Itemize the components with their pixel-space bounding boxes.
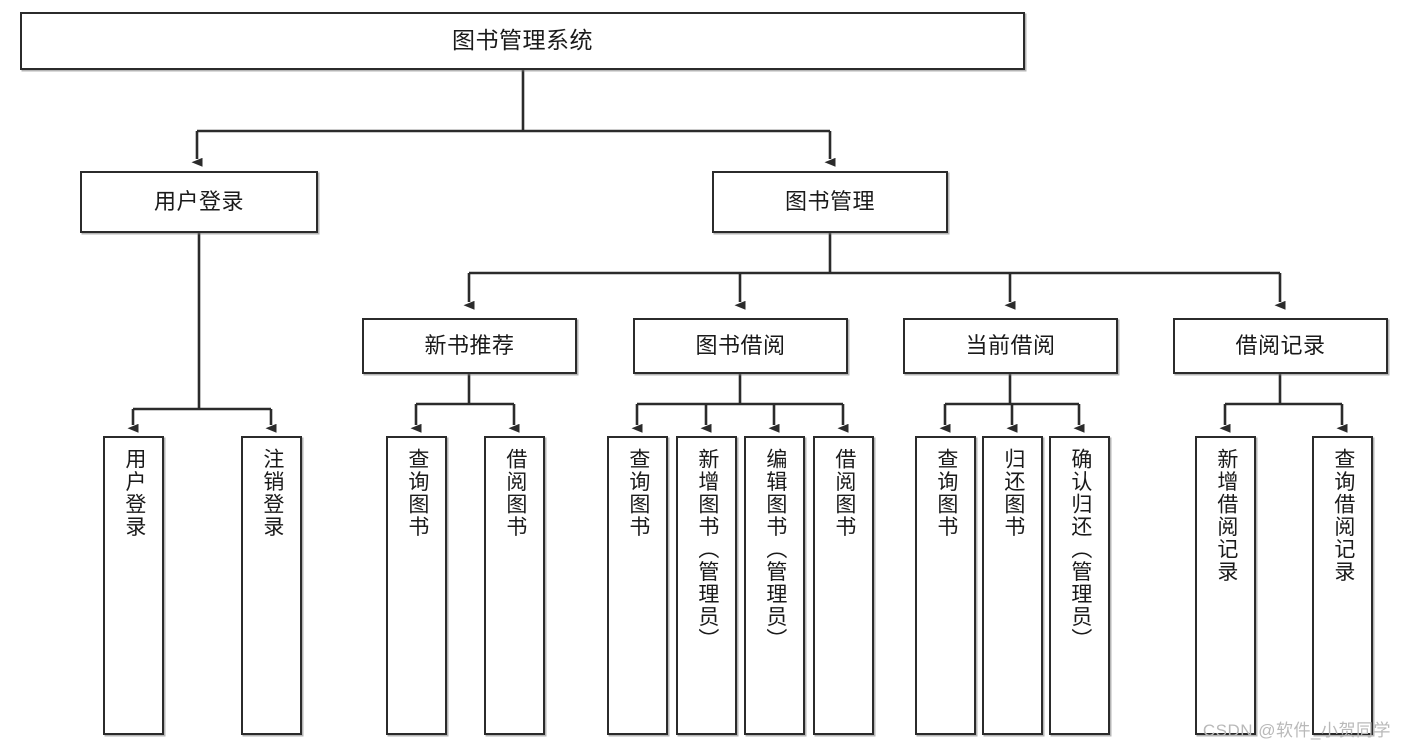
leaf-records-query-record[interactable]: 查询借阅记录 — [1312, 436, 1373, 735]
node-label: 借阅图书 — [832, 448, 856, 538]
leaf-user-login-signin[interactable]: 用户登录 — [103, 436, 164, 735]
node-label: 图书管理系统 — [452, 27, 593, 54]
node-label: 用户登录 — [153, 189, 244, 215]
leaf-new-book-borrow-books[interactable]: 借阅图书 — [484, 436, 545, 735]
node-book-management[interactable]: 图书管理 — [712, 171, 948, 233]
leaf-borrow-query-books[interactable]: 查询图书 — [607, 436, 668, 735]
leaf-new-book-query-books[interactable]: 查询图书 — [386, 436, 447, 735]
leaf-current-query-books[interactable]: 查询图书 — [915, 436, 976, 735]
node-label: 新增图书（管理员） — [695, 448, 719, 651]
node-label: 查询图书 — [626, 448, 650, 538]
node-label: 用户登录 — [122, 448, 146, 538]
node-label: 归还图书 — [1001, 448, 1025, 538]
node-label: 新书推荐 — [424, 333, 515, 359]
leaf-current-confirm-return-admin[interactable]: 确认归还（管理员） — [1049, 436, 1110, 735]
node-label: 查询借阅记录 — [1331, 448, 1355, 583]
leaf-borrow-add-book-admin[interactable]: 新增图书（管理员） — [676, 436, 737, 735]
node-label: 借阅图书 — [503, 448, 527, 538]
node-label: 确认归还（管理员） — [1068, 448, 1092, 651]
leaf-user-login-signout[interactable]: 注销登录 — [241, 436, 302, 735]
node-borrowing-records[interactable]: 借阅记录 — [1173, 318, 1388, 374]
node-root-book-management-system[interactable]: 图书管理系统 — [20, 12, 1025, 70]
node-label: 新增借阅记录 — [1214, 448, 1238, 583]
leaf-borrow-borrow-books[interactable]: 借阅图书 — [813, 436, 874, 735]
leaf-records-add-record[interactable]: 新增借阅记录 — [1195, 436, 1256, 735]
csdn-watermark: CSDN @软件_小贺同学 — [1202, 721, 1391, 740]
node-label: 查询图书 — [934, 448, 958, 538]
node-new-book-recommendation[interactable]: 新书推荐 — [362, 318, 577, 374]
node-current-borrowing[interactable]: 当前借阅 — [903, 318, 1118, 374]
leaf-current-return-books[interactable]: 归还图书 — [982, 436, 1043, 735]
node-label: 图书借阅 — [695, 333, 786, 359]
node-label: 当前借阅 — [965, 333, 1056, 359]
node-label: 查询图书 — [405, 448, 429, 538]
node-label: 编辑图书（管理员） — [763, 448, 787, 651]
node-label: 注销登录 — [260, 448, 284, 538]
leaf-borrow-edit-book-admin[interactable]: 编辑图书（管理员） — [744, 436, 805, 735]
node-label: 图书管理 — [784, 189, 875, 215]
node-user-login[interactable]: 用户登录 — [80, 171, 318, 233]
node-label: 借阅记录 — [1235, 333, 1326, 359]
node-book-borrowing[interactable]: 图书借阅 — [633, 318, 848, 374]
